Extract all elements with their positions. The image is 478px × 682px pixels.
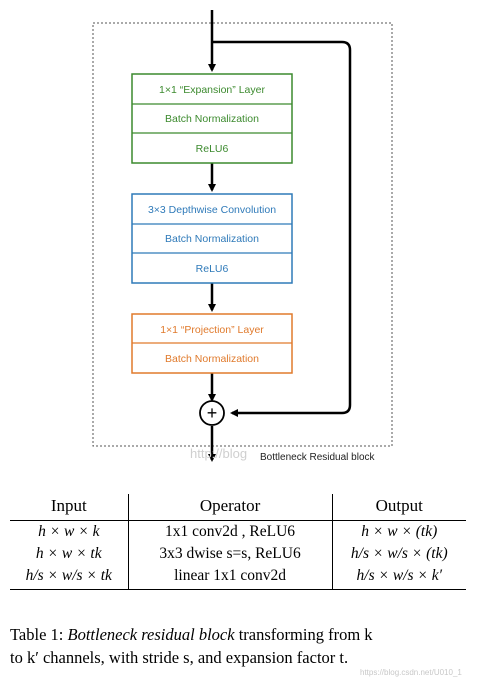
caption-line1-rest: transforming from k [234,625,373,644]
add-node: + [199,400,225,426]
expansion-layer-label: 1×1 “Expansion” Layer [159,84,265,96]
residual-block-outline [92,22,393,447]
row2-operator: 3x3 dwise s=s, ReLU6 [127,543,333,565]
block-label: Bottleneck Residual block [260,452,376,463]
row1-operator: 1x1 conv2d , ReLU6 [127,520,333,543]
row2-input: h × w × tk [35,545,102,562]
row1-input: h × w × k [38,523,100,540]
expansion-batchnorm-label: Batch Normalization [165,113,259,125]
table-row: h × w × tk 3x3 dwise s=s, ReLU6 h/s × w/… [10,543,466,565]
skip-connection-arrow [212,40,352,417]
header-output: Output [332,494,466,521]
depthwise-relu6-label: ReLU6 [196,263,229,275]
expansion-block: 1×1 “Expansion” Layer Batch Normalizatio… [131,73,293,164]
depthwise-batchnorm-label: Batch Normalization [165,233,259,245]
depthwise-conv-label: 3×3 Depthwise Convolution [148,204,276,216]
caption-prefix: Table 1: [10,625,68,644]
row2-output: h/s × w/s × (tk) [350,545,448,562]
row3-output: h/s × w/s × k′ [332,565,466,590]
depthwise-block: 3×3 Depthwise Convolution Batch Normaliz… [131,193,293,284]
caption-emphasis: Bottleneck residual block [67,625,235,644]
caption-line2: to k′ channels, with stride s, and expan… [10,648,349,667]
header-input: Input [10,494,129,521]
row3-operator: linear 1x1 conv2d [127,565,333,590]
projection-layer-label: 1×1 “Projection” Layer [160,324,264,336]
watermark-text: http://blog [190,446,247,461]
table-row: h × w × k 1x1 conv2d , ReLU6 h × w × (tk… [10,520,466,543]
row1-output: h × w × (tk) [361,523,438,540]
table-row: h/s × w/s × tk linear 1x1 conv2d h/s × w… [10,565,466,590]
header-operator: Operator [127,494,333,521]
table-caption: Table 1: Bottleneck residual block trans… [10,623,470,669]
projection-block: 1×1 “Projection” Layer Batch Normalizati… [131,313,293,374]
row3-input: h/s × w/s × tk [10,565,129,590]
bottom-watermark: https://blog.csdn.net/U010_1 [360,668,462,677]
add-symbol: + [207,403,218,423]
bottleneck-table: Input Operator Output h × w × k 1x1 conv… [10,494,466,590]
bottleneck-diagram: 1×1 “Expansion” Layer Batch Normalizatio… [92,10,393,463]
projection-batchnorm-label: Batch Normalization [165,353,259,365]
expansion-relu6-label: ReLU6 [196,143,229,155]
